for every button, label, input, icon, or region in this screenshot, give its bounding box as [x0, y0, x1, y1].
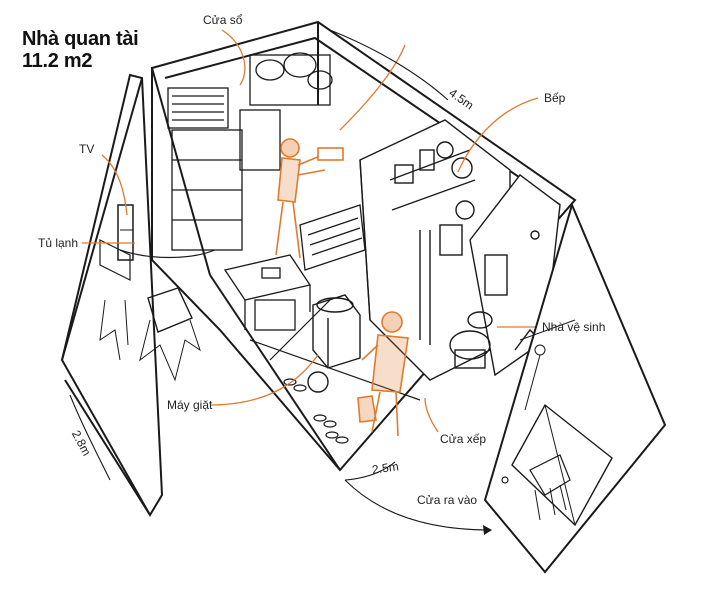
label-washing-machine: Máy giặt [167, 398, 213, 412]
dim-height-line [69, 394, 111, 481]
leader-tv [101, 154, 128, 216]
label-toilet: Nhà vệ sinh [542, 320, 606, 334]
label-kitchen: Bếp [544, 91, 566, 105]
washing-machine [307, 294, 361, 393]
title-line-1: Nhà quan tài [22, 28, 139, 50]
dim-width-line [344, 461, 396, 481]
entrance-swing-arc [344, 479, 491, 531]
left-wall-panel [60, 73, 216, 517]
label-entrance-door: Cửa ra vào [417, 493, 478, 507]
leader-window [221, 29, 246, 86]
label-fridge: Tủ lạnh [38, 236, 79, 250]
entrance-arrow-icon [483, 525, 492, 535]
leader-upper-wall [339, 44, 406, 131]
leader-washing-machine [209, 354, 319, 406]
title-line-2: 11.2 m2 [22, 50, 93, 72]
shelving-unit [167, 52, 333, 251]
bed [299, 204, 366, 271]
leader-lines [82, 29, 539, 433]
person-lower [357, 311, 409, 437]
label-window: Cửa sổ [203, 13, 243, 27]
dim-length-line [329, 29, 449, 101]
leader-kitchen [457, 97, 539, 173]
label-tv: TV [79, 142, 95, 156]
leader-folding-door [424, 397, 439, 433]
label-folding-door: Cửa xếp [440, 432, 487, 446]
person-upper [275, 138, 344, 259]
dimension-lines [69, 29, 492, 535]
page-title: Nhà quan tài 11.2 m2 [22, 28, 139, 72]
table [223, 254, 312, 331]
floor-items [249, 299, 421, 444]
entrance-door-panel [483, 202, 667, 574]
